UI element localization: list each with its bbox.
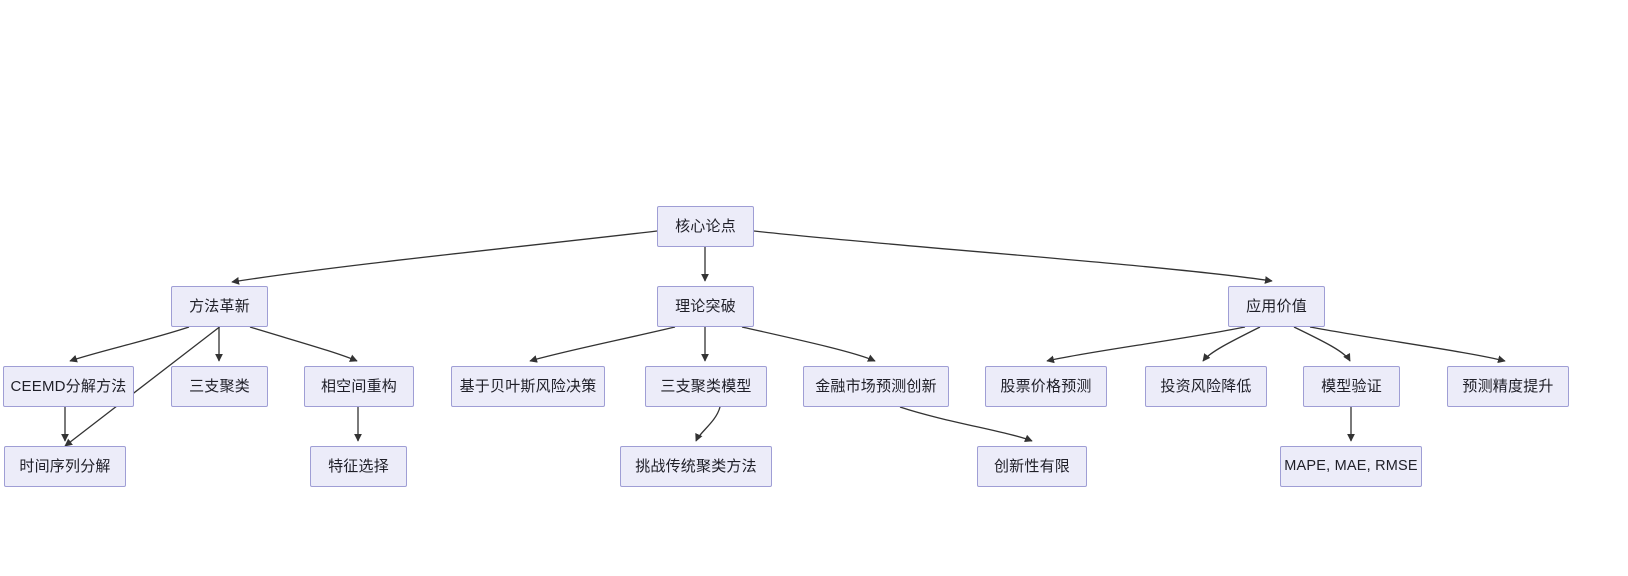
flowchart-node-root[interactable]: 核心论点 xyxy=(657,206,754,247)
flowchart-node-m3[interactable]: 相空间重构 xyxy=(304,366,414,407)
flowchart-edge-n_a-to-a3 xyxy=(1293,326,1351,362)
flowchart-node-m2[interactable]: 三支聚类 xyxy=(171,366,268,407)
flowchart-edge-n_a-to-a4 xyxy=(1309,326,1506,364)
flowchart-node-m3a[interactable]: 特征选择 xyxy=(310,446,407,487)
flowchart-edge-n_a-to-a2 xyxy=(1202,326,1261,362)
flowchart-edge-n_t-to-t1 xyxy=(529,326,676,363)
flowchart-edge-n_m-to-m1a xyxy=(64,326,220,447)
flowchart-node-t1[interactable]: 基于贝叶斯风险决策 xyxy=(451,366,605,407)
flowchart-node-t2[interactable]: 三支聚类模型 xyxy=(645,366,767,407)
flowchart-node-a1[interactable]: 股票价格预测 xyxy=(985,366,1107,407)
flowchart-node-a4[interactable]: 预测精度提升 xyxy=(1447,366,1569,407)
flowchart-node-t2a[interactable]: 挑战传统聚类方法 xyxy=(620,446,772,487)
flowchart-edge-n_m-to-m1 xyxy=(69,326,190,363)
flowchart-node-m1[interactable]: CEEMD分解方法 xyxy=(3,366,134,407)
flowchart-node-a3a[interactable]: MAPE, MAE, RMSE xyxy=(1280,446,1422,487)
flowchart-node-a3[interactable]: 模型验证 xyxy=(1303,366,1400,407)
flowchart-edge-root-to-n_a xyxy=(753,230,1273,284)
flowchart-edge-n_m-to-m3 xyxy=(249,326,358,362)
flowchart-node-n_a[interactable]: 应用价值 xyxy=(1228,286,1325,327)
flowchart-node-t3[interactable]: 金融市场预测创新 xyxy=(803,366,949,407)
flowchart-node-t3a[interactable]: 创新性有限 xyxy=(977,446,1087,487)
flowchart-edge-n_a-to-a1 xyxy=(1046,326,1246,364)
flowchart-node-m1a[interactable]: 时间序列分解 xyxy=(4,446,126,487)
flowchart-edge-t3-to-t3a xyxy=(899,406,1033,442)
flowchart-node-n_t[interactable]: 理论突破 xyxy=(657,286,754,327)
flowchart-node-n_m[interactable]: 方法革新 xyxy=(171,286,268,327)
flowchart-edge-t2-to-t2a xyxy=(695,406,721,442)
flowchart-node-a2[interactable]: 投资风险降低 xyxy=(1145,366,1267,407)
flowchart-edge-root-to-n_m xyxy=(231,230,658,285)
flowchart-edge-n_t-to-t3 xyxy=(741,326,876,362)
